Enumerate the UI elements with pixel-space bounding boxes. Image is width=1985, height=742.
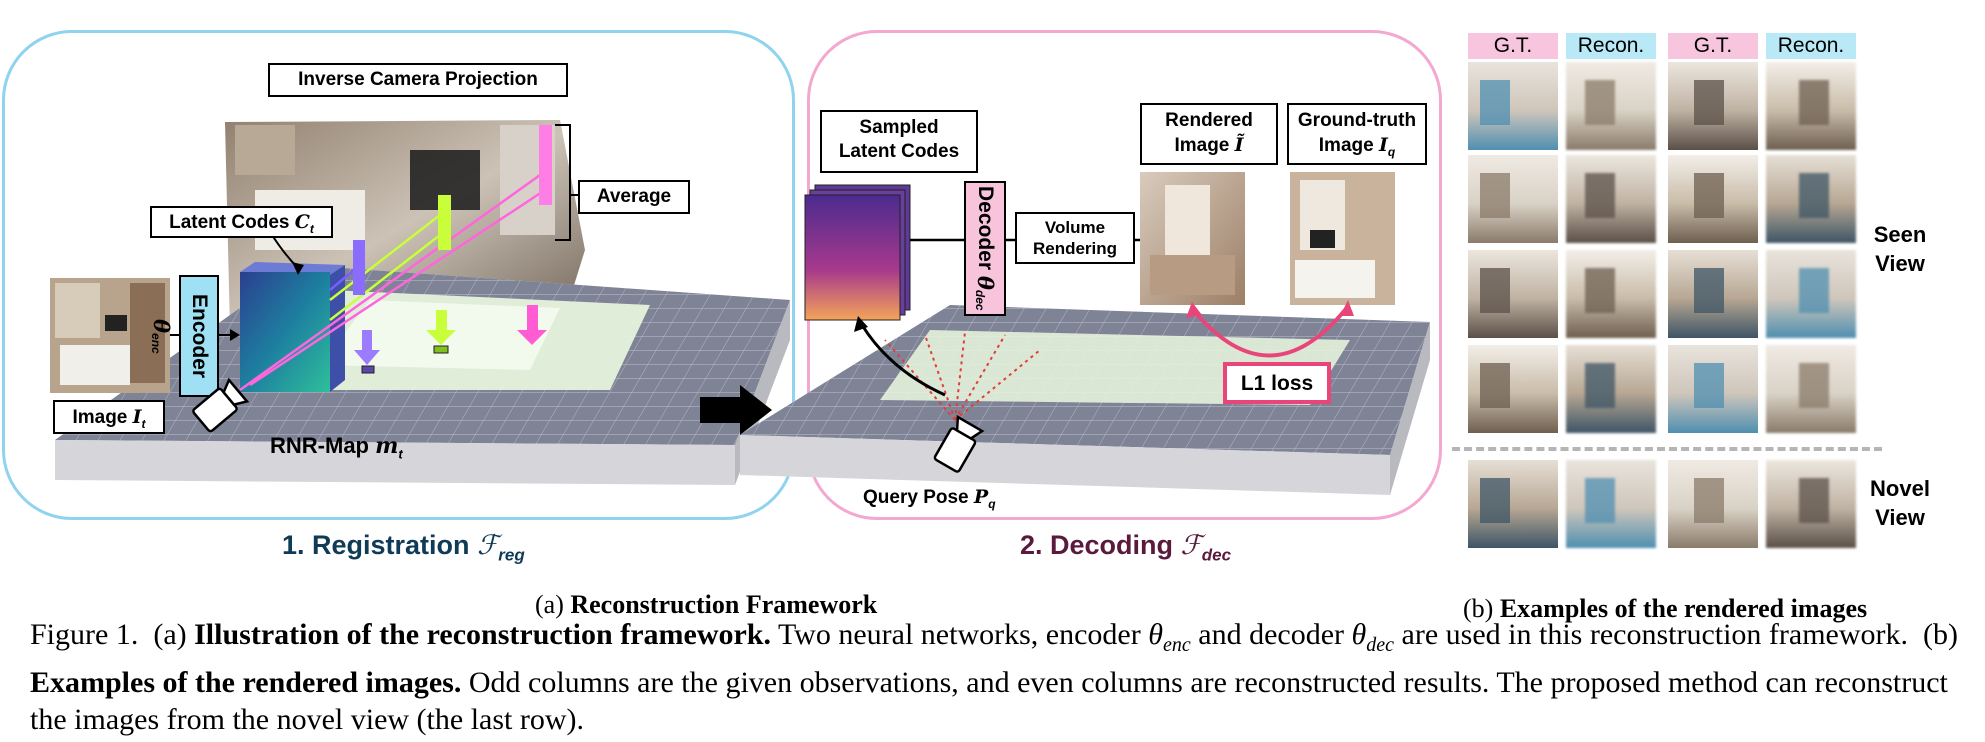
header-recon-1: Recon. <box>1566 33 1656 59</box>
flow-arrow <box>700 385 772 435</box>
decoder-block <box>964 181 1006 316</box>
example-image-tile <box>1766 460 1856 548</box>
feature-bars <box>353 125 552 295</box>
example-image-detail <box>1799 268 1829 313</box>
example-image-detail <box>1694 80 1724 125</box>
l1-loss-label: L1 loss <box>1223 362 1331 404</box>
example-image-tile <box>1668 155 1758 243</box>
example-image-tile <box>1468 62 1558 150</box>
example-image-detail <box>1585 173 1615 218</box>
example-image-detail <box>1799 80 1829 125</box>
novel-divider <box>1452 447 1882 451</box>
encoder-label: Encoder θenc <box>148 293 211 379</box>
example-image-tile <box>1566 62 1656 150</box>
example-image-tile <box>1668 62 1758 150</box>
rendered-image-label: Rendered Image Ĩ <box>1140 103 1278 165</box>
loss-arc <box>1193 308 1347 358</box>
example-image-detail <box>1799 363 1829 408</box>
registration-illustration <box>50 120 790 485</box>
figure-caption: Figure 1. (a) Illustration of the recons… <box>30 618 1959 736</box>
query-rays <box>884 331 1041 421</box>
average-label: Average <box>578 180 690 214</box>
novel-view-label: Novel View <box>1870 476 1930 530</box>
registration-panel <box>2 30 795 520</box>
input-image-thumbnail <box>50 278 170 393</box>
example-image-detail <box>1585 478 1615 523</box>
example-image-tile <box>1468 345 1558 433</box>
subcaption-b: (b) Examples of the rendered images <box>1463 594 1868 623</box>
example-image-detail <box>1694 268 1724 313</box>
seen-view-label: Seen View <box>1873 222 1927 276</box>
sampled-latent-stack <box>804 184 911 321</box>
example-image-detail <box>1694 173 1724 218</box>
average-brace <box>555 124 571 241</box>
header-recon-2: Recon. <box>1766 33 1856 59</box>
ground-truth-image <box>1290 172 1395 305</box>
average-arrows <box>354 305 547 374</box>
query-pose-label: Query Pose Pq <box>863 486 996 511</box>
camera-icon <box>192 377 250 433</box>
example-image-detail <box>1694 363 1724 408</box>
rnr-map-label: RNR-Map mt <box>270 433 403 462</box>
decoding-title: 2. Decoding ℱdec <box>1020 530 1232 565</box>
example-image-detail <box>1480 173 1510 218</box>
example-image-detail <box>1585 268 1615 313</box>
query-camera-icon <box>933 414 985 473</box>
example-image-tile <box>1668 250 1758 338</box>
example-image-detail <box>1585 80 1615 125</box>
header-gt-1: G.T. <box>1468 33 1558 59</box>
example-image-detail <box>1480 268 1510 313</box>
example-image-tile <box>1566 345 1656 433</box>
decoder-label: Decoder θdec <box>972 186 998 311</box>
example-image-detail <box>1480 80 1510 125</box>
example-image-tile <box>1766 62 1856 150</box>
example-image-tile <box>1468 250 1558 338</box>
example-image-tile <box>1766 345 1856 433</box>
image-it-label: Image It <box>53 400 165 434</box>
rendered-image <box>1140 172 1245 305</box>
decoding-illustration <box>740 172 1430 495</box>
latent-codes-label: Latent Codes Ct <box>150 206 333 238</box>
example-image-detail <box>1585 363 1615 408</box>
projection-rays <box>239 173 546 392</box>
example-image-tile <box>1668 345 1758 433</box>
example-image-tile <box>1566 155 1656 243</box>
header-gt-2: G.T. <box>1668 33 1758 59</box>
registration-title: 1. Registration ℱreg <box>282 530 525 565</box>
example-image-detail <box>1799 173 1829 218</box>
example-image-detail <box>1480 478 1510 523</box>
example-image-detail <box>1480 363 1510 408</box>
example-image-tile <box>1668 460 1758 548</box>
volume-rendering-label: Volume Rendering <box>1015 212 1135 264</box>
subcaption-a: (a) Reconstruction Framework <box>535 590 878 619</box>
ground-truth-image-label: Ground-truth Image Iq <box>1287 103 1427 165</box>
example-image-detail <box>1694 478 1724 523</box>
example-image-tile <box>1766 250 1856 338</box>
sampled-latent-codes-label: Sampled Latent Codes <box>820 110 978 173</box>
example-image-tile <box>1766 155 1856 243</box>
example-image-tile <box>1468 460 1558 548</box>
example-image-tile <box>1566 460 1656 548</box>
inverse-camera-projection-label: Inverse Camera Projection <box>268 63 568 97</box>
example-image-detail <box>1799 478 1829 523</box>
example-image-tile <box>1566 250 1656 338</box>
example-image-tile <box>1468 155 1558 243</box>
